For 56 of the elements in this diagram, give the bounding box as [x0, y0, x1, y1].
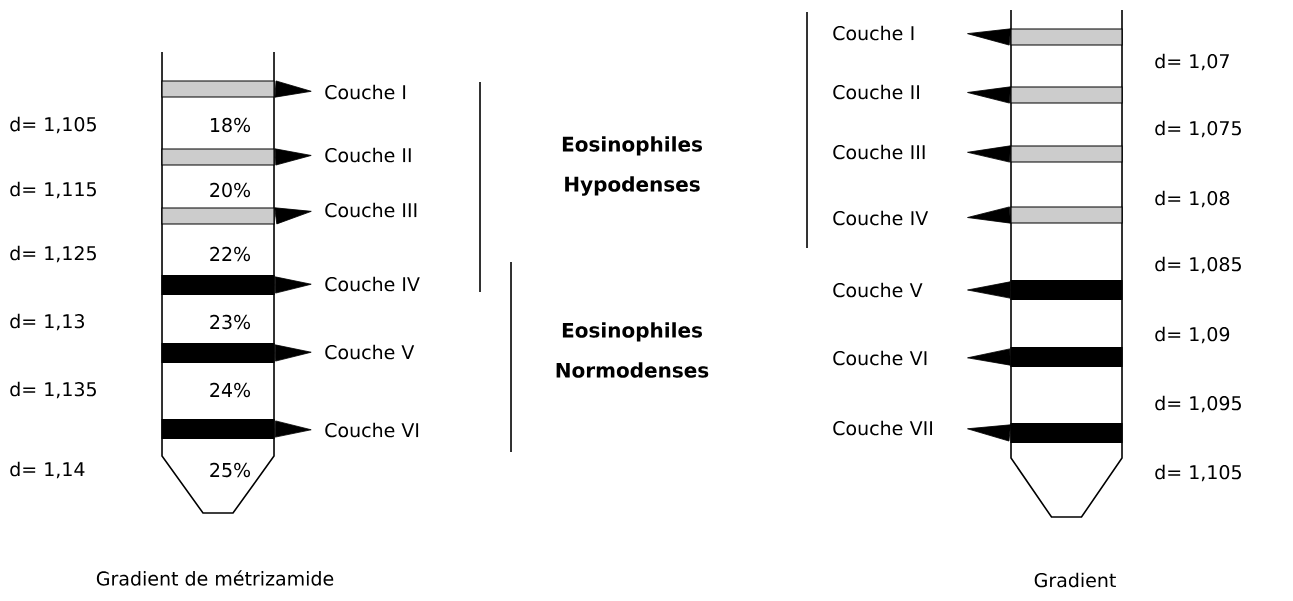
arrow	[274, 344, 312, 362]
percentage-label: 18%	[211, 117, 251, 133]
layer-band	[161, 148, 275, 166]
arrow	[967, 28, 1011, 46]
group-label: Eosinophiles Hypodenses	[562, 136, 702, 196]
layer-band	[1010, 206, 1123, 224]
layer-label: Couche VI	[833, 350, 927, 366]
density-value: d= 1,09	[1155, 326, 1230, 344]
layer-label: Couche IV	[833, 210, 929, 226]
density-value: d= 1,085	[1155, 256, 1241, 274]
percentage-label: 25%	[210, 462, 251, 478]
density-value: d= 1,105	[1155, 464, 1241, 482]
density-value: d= 1,075	[1155, 120, 1241, 138]
density-value: d= 1,07	[1155, 53, 1229, 71]
density-value: d= 1,14	[10, 461, 85, 479]
arrow	[967, 145, 1011, 163]
layer-label: Couche I	[833, 25, 914, 41]
density-value: d= 1,115	[10, 181, 96, 199]
layer-band	[1010, 86, 1123, 104]
arrow	[274, 207, 312, 225]
density-value: d= 1,125	[10, 245, 96, 263]
percentage-label: 24%	[210, 382, 251, 398]
layer-band	[161, 80, 275, 98]
layer-label: Couche VI	[325, 422, 419, 438]
layer-label: Couche II	[325, 147, 411, 163]
density-value: d= 1,105	[10, 116, 96, 134]
caption: Gradient de métrizamide	[96, 570, 334, 586]
arrow	[967, 424, 1011, 442]
arrow	[967, 281, 1011, 299]
arrow	[967, 348, 1011, 366]
caption: Gradient	[1034, 572, 1116, 588]
density-value: d= 1,08	[1155, 190, 1230, 208]
arrow	[274, 80, 312, 98]
arrow	[967, 86, 1011, 104]
layer-band	[1010, 145, 1123, 163]
density-value: d= 1,135	[10, 381, 96, 399]
layer-label: Couche V	[325, 344, 415, 360]
layer-label: Couche VII	[833, 420, 932, 436]
arrow	[274, 148, 312, 166]
layer-label: Couche V	[833, 282, 923, 298]
layer-label: Couche II	[833, 84, 919, 100]
percentage-label: 20%	[210, 182, 251, 198]
arrow	[967, 206, 1011, 224]
percentage-label: 22%	[210, 246, 251, 262]
layer-label: Couche III	[833, 144, 925, 160]
arrow	[274, 420, 312, 438]
layer-label: Couche III	[325, 202, 417, 218]
arrow	[274, 276, 312, 294]
layer-band	[161, 207, 275, 225]
percentage-label: 23%	[210, 314, 251, 330]
layer-label: Couche IV	[325, 276, 420, 292]
layer-band	[1010, 28, 1123, 46]
group-label: Eosinophiles Normodenses	[556, 322, 709, 378]
layer-label: Couche I	[325, 84, 406, 100]
density-value: d= 1,095	[1155, 395, 1241, 413]
density-value: d= 1,13	[10, 313, 84, 331]
